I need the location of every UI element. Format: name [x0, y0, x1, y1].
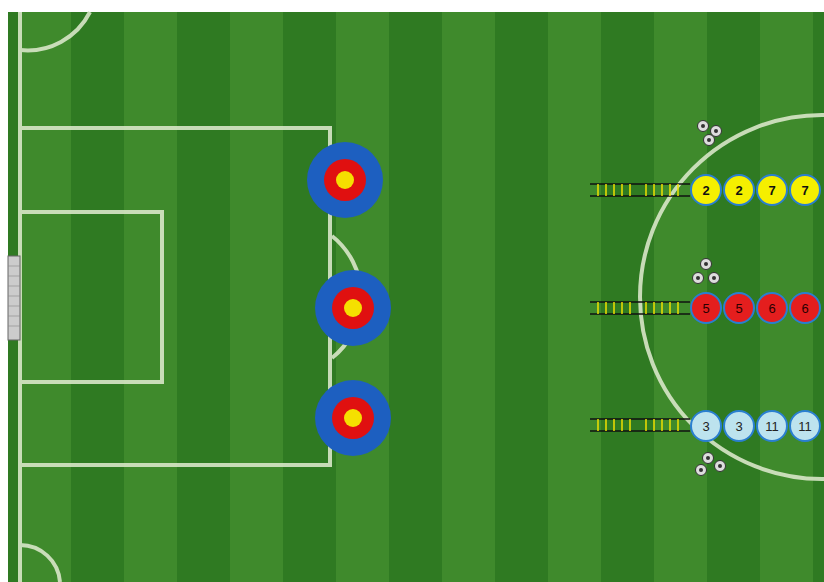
player-circle: 6 [789, 292, 821, 324]
player-number: 7 [768, 183, 775, 198]
player-number: 11 [798, 419, 812, 434]
player-number: 5 [702, 301, 709, 316]
player-circle: 2 [723, 174, 755, 206]
player-circle: 3 [690, 410, 722, 442]
player-number: 5 [735, 301, 742, 316]
player-number: 3 [702, 419, 709, 434]
player-number: 11 [765, 419, 779, 434]
player-circle: 3 [723, 410, 755, 442]
player-circle: 11 [789, 410, 821, 442]
player-number: 6 [768, 301, 775, 316]
player-number: 6 [801, 301, 808, 316]
player-number: 3 [735, 419, 742, 434]
player-number: 2 [702, 183, 709, 198]
player-circle: 5 [723, 292, 755, 324]
player-circle: 7 [756, 174, 788, 206]
player-number: 7 [801, 183, 808, 198]
player-number: 2 [735, 183, 742, 198]
player-circle: 7 [789, 174, 821, 206]
target [307, 142, 391, 456]
player-circle: 11 [756, 410, 788, 442]
player-circle: 5 [690, 292, 722, 324]
agility-ladder [590, 184, 690, 431]
player-circle: 6 [756, 292, 788, 324]
player-circle: 2 [690, 174, 722, 206]
